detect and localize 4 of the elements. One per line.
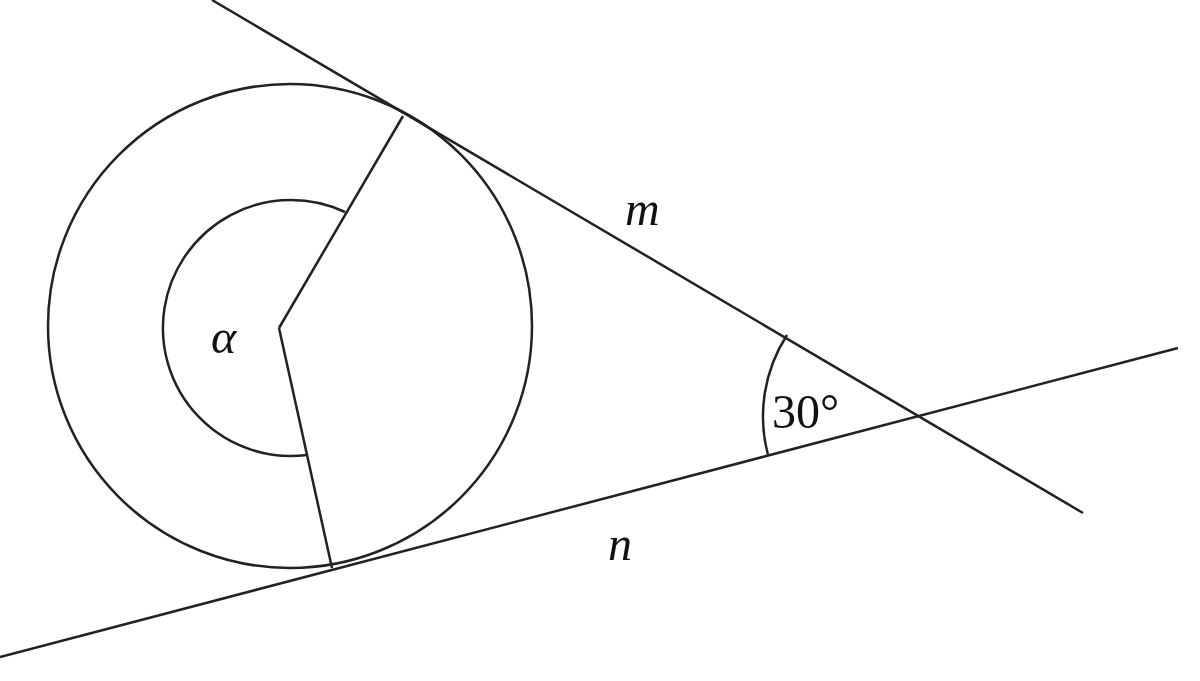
variable-label: α — [211, 313, 237, 361]
angle-label: 30° — [772, 388, 840, 436]
variable-label: n — [608, 520, 632, 568]
variable-label: m — [625, 185, 660, 233]
